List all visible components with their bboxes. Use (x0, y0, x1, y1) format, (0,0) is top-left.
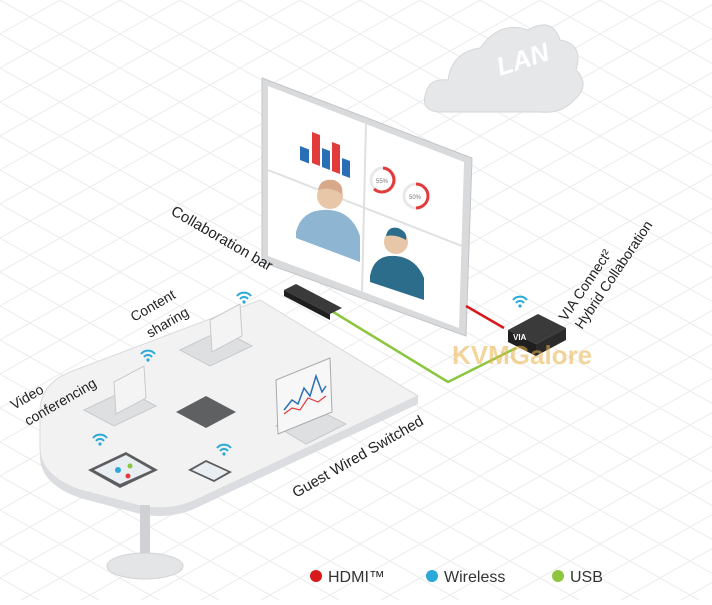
wifi-icon (92, 433, 108, 446)
screen-gauges: 55% 50% (369, 166, 430, 210)
table-leg (140, 505, 150, 563)
tablet (88, 452, 158, 488)
laptop-content-sharing (178, 303, 254, 367)
legend-swatch-wireless (426, 570, 438, 582)
collaboration-bar-device (284, 284, 342, 320)
wifi-icon (236, 291, 252, 304)
via-connect-device: VIA (508, 314, 566, 356)
laptop-guest (274, 357, 348, 445)
screen-participant-1 (296, 179, 360, 262)
display-screen: 55% 50% (261, 77, 473, 337)
legend-swatch-usb (552, 570, 564, 582)
gauge-right-value: 50% (409, 195, 422, 201)
legend: HDMI™ Wireless USB (310, 569, 603, 586)
legend-label: USB (570, 569, 603, 586)
phone (188, 460, 232, 482)
laptop-video-conferencing (82, 365, 158, 427)
legend-swatch-hdmi (310, 570, 322, 582)
watermark: KVMGalore (452, 340, 592, 370)
lan-cloud: LAN (424, 24, 584, 113)
meeting-table (39, 299, 420, 580)
wifi-icon (140, 349, 156, 362)
wifi-icon (512, 295, 528, 308)
screen-participant-2 (370, 227, 424, 300)
usb-cable (329, 308, 517, 384)
via-device-brand: VIA (513, 333, 527, 342)
legend-label: HDMI™ (328, 569, 385, 586)
screen-bar-chart (300, 132, 350, 178)
wifi-icon (216, 443, 232, 456)
legend-label: Wireless (444, 569, 505, 586)
table-connection-hub (176, 396, 236, 428)
hdmi-cable-display (465, 304, 505, 330)
gauge-left-value: 55% (376, 179, 389, 185)
